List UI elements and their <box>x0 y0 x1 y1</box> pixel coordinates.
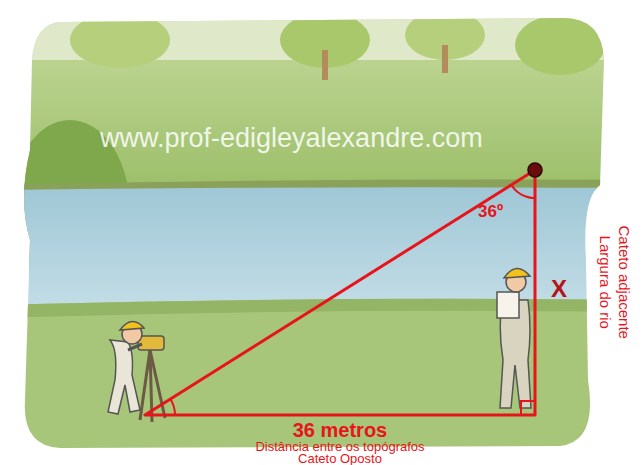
triangle <box>145 163 542 415</box>
surveyor-right <box>497 268 531 408</box>
watermark: www.prof-edigleyalexandre.com <box>100 124 483 154</box>
side-note: Largura do rio <box>597 235 614 328</box>
angle-label: 36º <box>478 203 503 222</box>
unknown-label: X <box>551 276 567 302</box>
side-note: Cateto adjacente <box>616 225 633 338</box>
dimension-label: 36 metros <box>293 419 388 441</box>
dimension-note: Cateto Oposto <box>298 452 382 465</box>
